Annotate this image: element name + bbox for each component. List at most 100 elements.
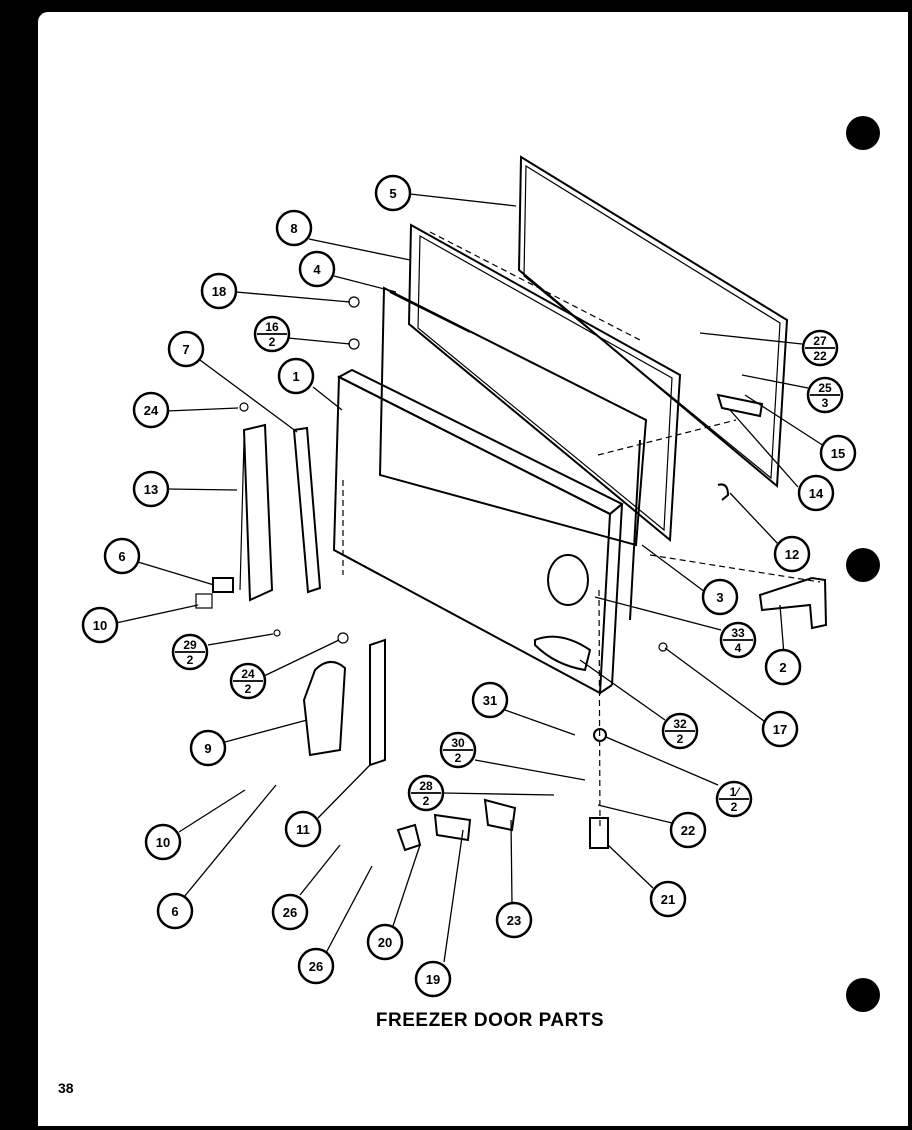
callout-circle: [797, 474, 835, 512]
hinge-pin-plate: [396, 823, 422, 852]
callout-circle: [366, 923, 404, 961]
callout-number: 11: [296, 822, 310, 837]
callout-circle: [144, 823, 182, 861]
callout-circle: [649, 880, 687, 918]
callout-4: 18: [200, 272, 238, 310]
callout-34: 17: [761, 710, 799, 748]
hinge-bracket: [758, 576, 828, 630]
callout-circle: [669, 811, 707, 849]
callout-11: 10: [81, 606, 119, 644]
callout-number: 5: [389, 186, 396, 201]
callout-21: 19: [414, 960, 452, 998]
callout-number: 13: [144, 482, 158, 497]
hinge-pin: [589, 817, 609, 849]
callout-number: 33: [731, 626, 745, 640]
callout-8: 24: [132, 391, 170, 429]
callout-14: 9: [189, 729, 227, 767]
grip-upper: [547, 554, 589, 606]
callout-16: 6: [156, 892, 194, 930]
callout-number: 16: [265, 320, 279, 334]
callout-20: 20: [366, 923, 404, 961]
callout-12: 292: [171, 633, 209, 671]
callout-2: 8: [275, 209, 313, 247]
callout-31: 3: [701, 578, 739, 616]
callout-quantity: 2: [269, 335, 276, 349]
callout-quantity: 2: [245, 682, 252, 696]
callout-circle: [284, 810, 322, 848]
callout-23: 282: [407, 774, 445, 812]
callout-35: 322: [661, 712, 699, 750]
callout-17: 11: [284, 810, 322, 848]
lower-bracket: [369, 638, 386, 767]
callout-circle: [414, 960, 452, 998]
callout-3: 4: [298, 250, 336, 288]
bushing: [593, 728, 607, 742]
callout-30: 12: [773, 535, 811, 573]
callout-number: 17: [773, 722, 787, 737]
callout-quantity: 4: [735, 641, 742, 655]
callout-number: 19: [426, 972, 440, 987]
callout-number: 18: [212, 284, 226, 299]
breaker-frame: [407, 223, 682, 543]
callout-number: 12: [785, 547, 799, 562]
callout-number: 3: [716, 590, 723, 605]
hinge-shim: [483, 798, 517, 832]
callout-number: 21: [661, 892, 675, 907]
upper-hinge: [716, 393, 764, 418]
callout-number: 6: [171, 904, 178, 919]
callout-number: 32: [673, 717, 687, 731]
inner-panel: [378, 286, 648, 547]
callout-number: 1⁄: [730, 785, 742, 799]
handle-bar: [292, 426, 322, 594]
callout-circle: [132, 470, 170, 508]
callout-circle: [189, 729, 227, 767]
binder-hole: [846, 116, 880, 150]
binder-hole: [846, 548, 880, 582]
lower-hinge-plate: [433, 813, 472, 842]
callout-7: 1: [277, 357, 315, 395]
callout-circle: [819, 434, 857, 472]
callout-15: 10: [144, 823, 182, 861]
plug: [658, 642, 668, 652]
binder-hole: [846, 978, 880, 1012]
page-number: 38: [58, 1080, 74, 1096]
callout-circle: [701, 578, 739, 616]
callout-quantity: 22: [813, 349, 827, 363]
callout-number: 15: [831, 446, 845, 461]
callout-6: 7: [167, 330, 205, 368]
callout-number: 24: [241, 667, 255, 681]
callout-36: 1⁄2: [715, 780, 753, 818]
parts-drawing: [195, 155, 828, 852]
callout-quantity: 3: [822, 396, 829, 410]
handle-end-cap: [212, 577, 234, 593]
screw-small: [273, 629, 281, 637]
callout-22: 23: [495, 901, 533, 939]
callout-circle: [297, 947, 335, 985]
callout-number: 4: [313, 262, 321, 277]
callout-quantity: 2: [187, 653, 194, 667]
callout-number: 7: [182, 342, 189, 357]
callout-27: 253: [806, 376, 844, 414]
callout-32: 334: [719, 621, 757, 659]
callout-number: 20: [378, 935, 392, 950]
diagram-title: FREEZER DOOR PARTS: [375, 1010, 605, 1031]
callout-number: 2: [779, 660, 786, 675]
callout-circle: [271, 893, 309, 931]
callout-13: 242: [229, 662, 267, 700]
clip: [717, 483, 730, 501]
callout-number: 9: [204, 741, 211, 756]
callout-number: 26: [309, 959, 323, 974]
callout-5: 162: [253, 315, 291, 353]
callout-25: 31: [471, 681, 509, 719]
grip-lower: [534, 635, 592, 672]
callout-circle: [275, 209, 313, 247]
screw-left: [239, 402, 249, 412]
callout-29: 14: [797, 474, 835, 512]
callout-circle: [471, 681, 509, 719]
callout-number: 29: [183, 638, 197, 652]
callout-quantity: 2: [423, 794, 430, 808]
callout-number: 22: [681, 823, 695, 838]
callout-circle: [761, 710, 799, 748]
callout-number: 28: [419, 779, 433, 793]
